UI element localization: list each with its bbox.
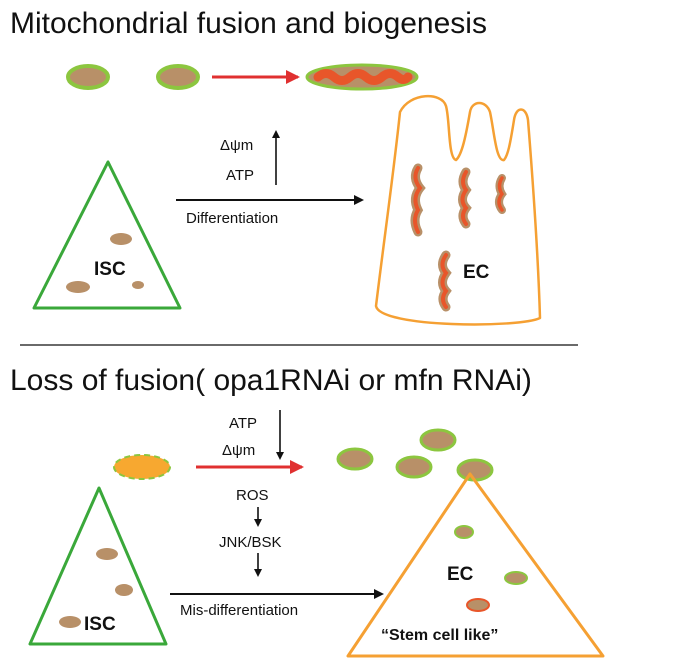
mitochondrion-small-1: [66, 64, 110, 90]
delta-psi-m-label-bottom: Δψm: [222, 442, 255, 459]
fused-mitochondrion: [305, 63, 419, 91]
ec-cell-top: [374, 94, 542, 326]
isc-label-bottom: ISC: [84, 614, 116, 635]
differentiation-label: Differentiation: [186, 210, 278, 227]
mis-differentiation-label: Mis-differentiation: [180, 602, 298, 619]
ros-label: ROS: [236, 487, 269, 504]
ec-cell-bottom: [346, 472, 605, 658]
mitochondrion-small-2: [156, 64, 200, 90]
bottom-panel-title: Loss of fusion( opa1RNAi or mfn RNAi): [10, 364, 532, 397]
top-panel-title: Mitochondrial fusion and biogenesis: [10, 7, 487, 40]
atp-label-bottom: ATP: [229, 415, 257, 432]
delta-psi-m-label: Δψm: [220, 137, 253, 154]
mitochondria-fragments: [336, 428, 494, 482]
ec-label-top: EC: [463, 262, 490, 283]
fragmented-mitochondrion: [113, 454, 171, 480]
isc-label-top: ISC: [94, 259, 126, 280]
jnk-bsk-label: JNK/BSK: [219, 534, 282, 551]
ec-label-bottom: EC: [447, 564, 474, 585]
stem-cell-like-label: “Stem cell like”: [381, 627, 498, 644]
isc-cell-top: [32, 160, 182, 310]
isc-cell-bottom: [28, 486, 168, 646]
atp-label: ATP: [226, 167, 254, 184]
